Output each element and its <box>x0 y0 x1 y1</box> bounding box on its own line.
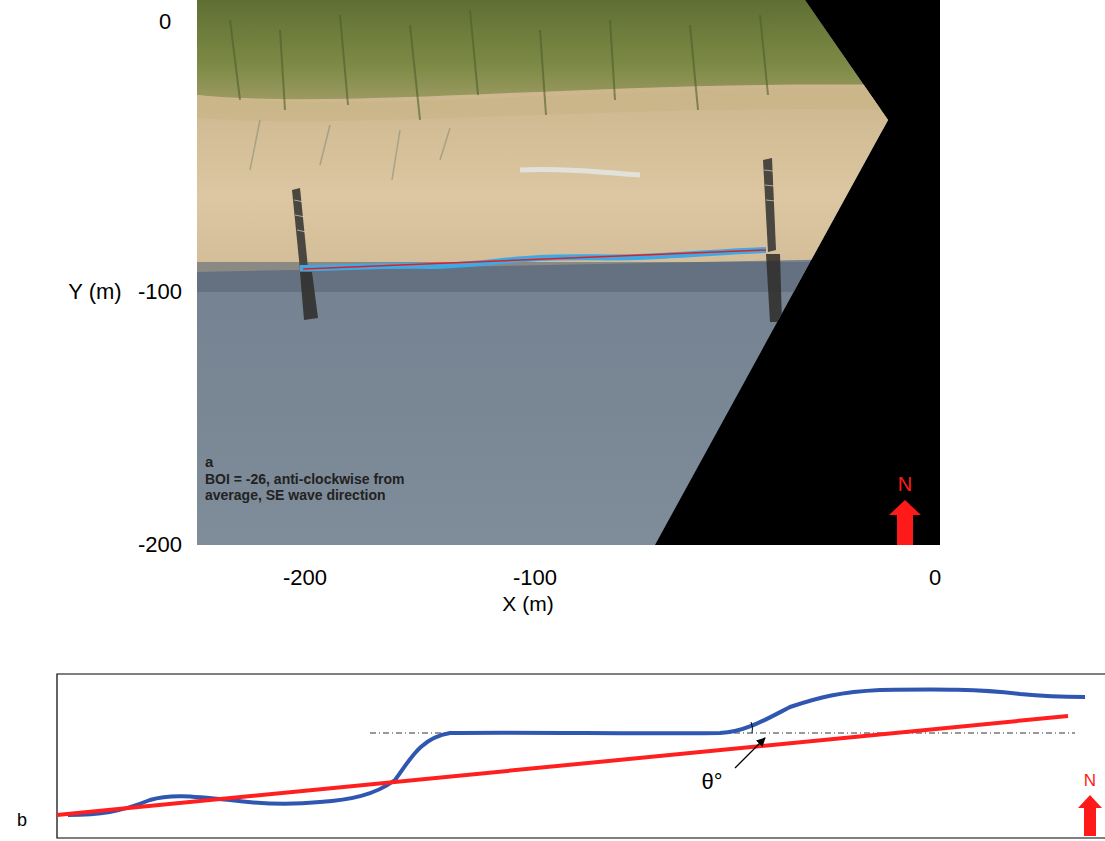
trend-line <box>303 250 766 269</box>
angle-label: θ° <box>701 769 722 794</box>
axis-tick: -100 <box>513 565 557 590</box>
trend-line <box>57 716 1068 815</box>
axis-tick: 0 <box>929 565 941 590</box>
axis-title: Y (m) <box>68 279 121 304</box>
axis-title: X (m) <box>502 592 553 616</box>
panel-frame <box>57 674 1105 838</box>
axis-tick: -200 <box>138 532 182 557</box>
angle-leader <box>735 738 765 768</box>
north-label: N <box>1084 771 1096 791</box>
beach-photo <box>197 0 897 545</box>
north-arrow <box>889 500 921 545</box>
shoreline-curve <box>68 689 1085 815</box>
annotation: BOI = -26, anti-clockwise from average, … <box>205 471 405 503</box>
axis-tick: -100 <box>138 279 182 304</box>
shoreline <box>300 250 766 268</box>
image-background <box>197 0 940 545</box>
angle-arc <box>751 722 753 733</box>
north-arrow <box>1078 795 1102 836</box>
north-label: N <box>898 473 912 496</box>
panel-letter: a <box>205 453 213 470</box>
axis-tick: 0 <box>159 9 171 34</box>
panel-letter: b <box>17 810 27 831</box>
axis-tick: -200 <box>283 565 327 590</box>
